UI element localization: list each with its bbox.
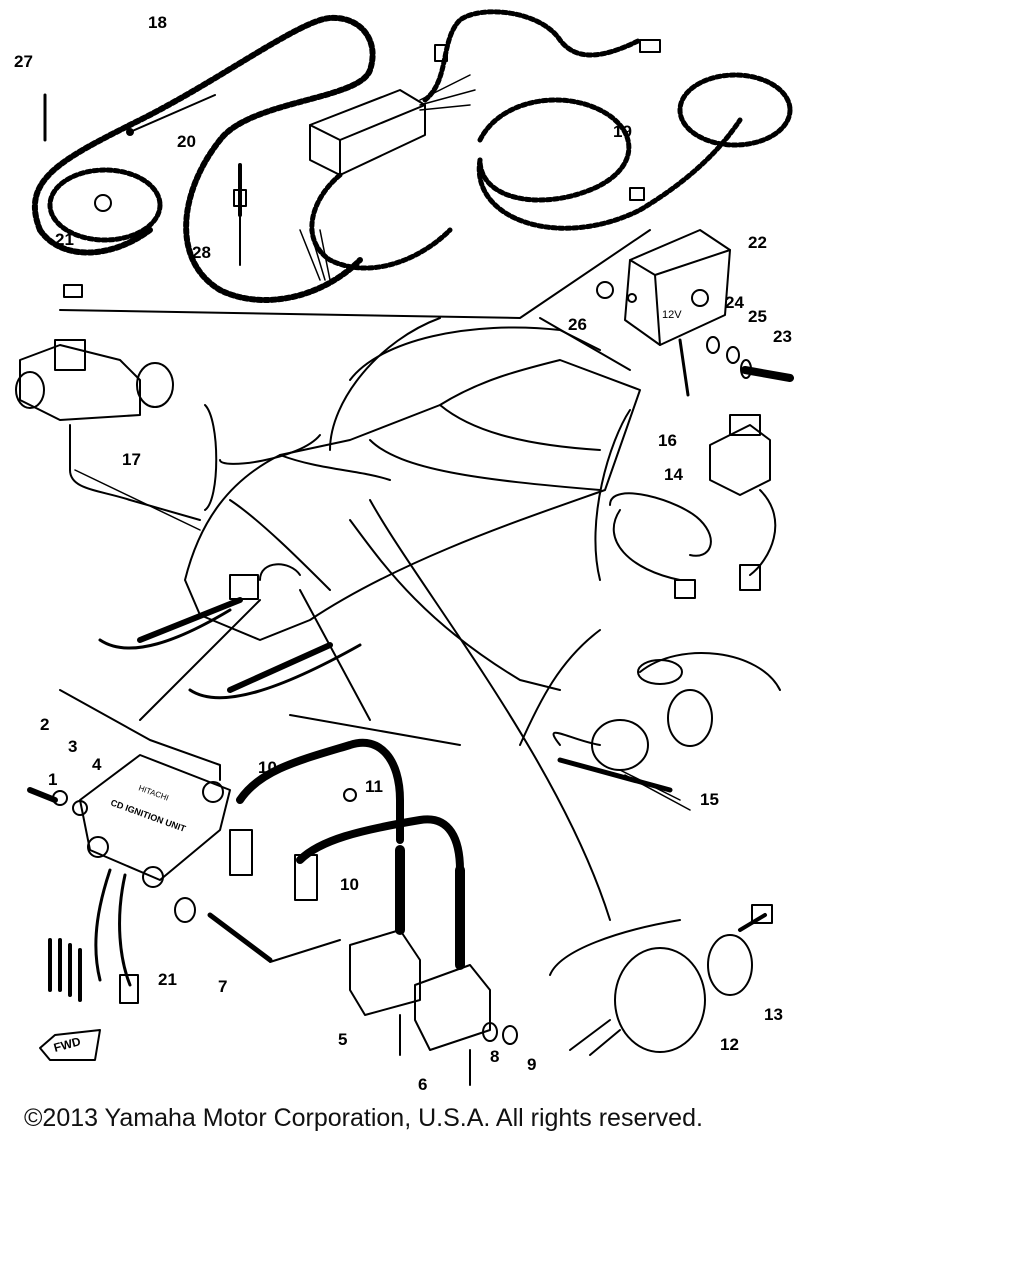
callout-label: 22 bbox=[748, 233, 767, 252]
switch-16-group bbox=[594, 409, 777, 599]
ignition-coil-group bbox=[229, 714, 518, 1086]
callout-label: 20 bbox=[177, 132, 196, 151]
callout-labels: 1 2 3 4 5 6 7 8 9 10 10 11 12 13 14 15 1… bbox=[14, 13, 792, 1094]
callout-label: 12 bbox=[720, 1035, 739, 1054]
callout-label: 9 bbox=[527, 1055, 536, 1074]
callout-label: 3 bbox=[68, 737, 77, 756]
callout-label: 4 bbox=[92, 755, 102, 774]
cdi-unit-group bbox=[27, 689, 341, 1061]
switch-17-group bbox=[15, 339, 218, 531]
callout-label: 21 bbox=[55, 230, 74, 249]
forward-direction-marking: FWD bbox=[52, 1034, 82, 1055]
callout-label: 2 bbox=[40, 715, 49, 734]
callout-label: 8 bbox=[490, 1047, 499, 1066]
key-switch-group bbox=[549, 904, 773, 1056]
callout-label: 15 bbox=[700, 790, 719, 809]
callout-label: 14 bbox=[664, 465, 683, 484]
callout-label: 17 bbox=[122, 450, 141, 469]
part-markings: HITACHI CD IGNITION UNIT 12V FWD bbox=[52, 309, 682, 1055]
callout-label: 28 bbox=[192, 243, 211, 262]
gauge-15-group bbox=[519, 629, 781, 811]
callout-label: 11 bbox=[365, 777, 383, 796]
callout-label: 24 bbox=[725, 293, 744, 312]
callout-label: 10 bbox=[340, 875, 359, 894]
callout-label: 10 bbox=[258, 758, 277, 777]
callout-label: 7 bbox=[218, 977, 227, 996]
callout-label: 27 bbox=[14, 52, 33, 71]
callout-label: 25 bbox=[748, 307, 767, 326]
copyright-notice: ©2013 Yamaha Motor Corporation, U.S.A. A… bbox=[24, 1104, 703, 1132]
relay-voltage-marking: 12V bbox=[662, 309, 682, 321]
wire-harness-group bbox=[32, 9, 793, 371]
callout-label: 13 bbox=[764, 1005, 783, 1024]
cdi-brand-marking: HITACHI bbox=[137, 783, 170, 802]
callout-label: 16 bbox=[658, 431, 677, 450]
callout-label: 23 bbox=[773, 327, 792, 346]
callout-label: 5 bbox=[338, 1030, 347, 1049]
callout-label: 26 bbox=[568, 315, 587, 334]
cdi-unit-marking: CD IGNITION UNIT bbox=[109, 797, 187, 834]
callout-label: 21 bbox=[158, 970, 177, 989]
callout-label: 1 bbox=[48, 770, 57, 789]
relay-group bbox=[596, 229, 794, 397]
snowmobile-body bbox=[98, 317, 641, 921]
callout-label: 19 bbox=[613, 122, 632, 141]
callout-label: 18 bbox=[148, 13, 167, 32]
callout-label: 6 bbox=[418, 1075, 427, 1094]
